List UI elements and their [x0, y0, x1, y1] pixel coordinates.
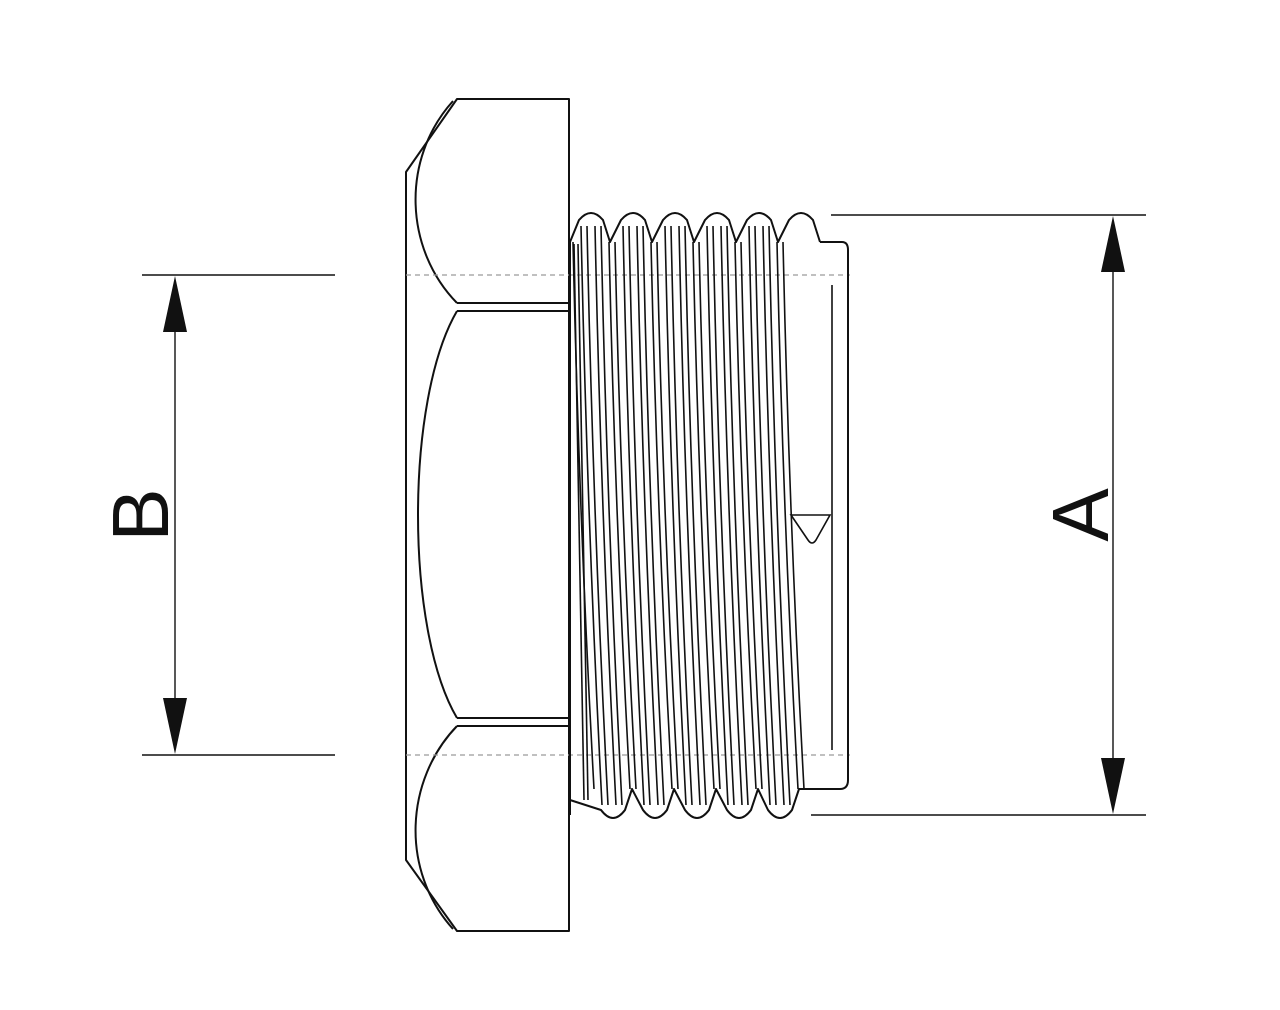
dimension-a-arrow-down-icon: [1101, 758, 1125, 814]
thread-helix-line: [684, 225, 707, 806]
thread: [569, 212, 849, 819]
thread-helix-line: [768, 225, 791, 806]
thread-helix-line: [586, 225, 609, 806]
thread-profile-top: [569, 212, 821, 243]
dimension-b-extension-lines: [142, 274, 335, 756]
hex-face-arc-top: [414, 100, 458, 304]
thread-helix-line: [642, 225, 665, 806]
thread-helix-line: [670, 225, 693, 806]
hex-face-arc-middle: [417, 310, 458, 719]
thread-profile-bottom: [569, 788, 800, 819]
thread-helix-line: [698, 241, 721, 790]
thread-helix-lines: [572, 225, 805, 806]
hex-face-arc-bottom: [414, 725, 458, 930]
dimension-b-arrow-up-icon: [163, 276, 187, 332]
thread-helix-line: [636, 225, 659, 806]
hex-head: [405, 98, 570, 932]
thread-helix-line: [762, 225, 785, 806]
thread-helix-line: [594, 225, 617, 806]
thread-helix-line: [580, 225, 603, 806]
thread-helix-line: [664, 225, 687, 806]
thread-helix-line: [712, 225, 735, 806]
dimension-a-label: A: [1036, 488, 1125, 542]
thread-helix-line: [614, 241, 637, 790]
thread-helix-line: [706, 225, 729, 806]
thread-helix-line: [720, 225, 743, 806]
thread-helix-line: [678, 225, 701, 806]
thread-helix-line: [754, 225, 777, 806]
thread-helix-line: [577, 243, 589, 801]
thread-helix-line: [600, 225, 623, 806]
thread-helix-line: [650, 241, 673, 790]
thread-helix-line: [782, 241, 805, 790]
dimension-a: A: [811, 214, 1146, 816]
thread-helix-line: [622, 225, 645, 806]
hex-outline: [405, 98, 570, 932]
thread-helix-line: [748, 225, 771, 806]
thread-runout-mark: [789, 514, 832, 544]
thread-helix-line: [692, 241, 715, 790]
thread-helix-line: [740, 241, 763, 790]
thread-helix-line: [776, 241, 799, 790]
thread-helix-line: [734, 241, 757, 790]
thread-helix-line: [628, 225, 651, 806]
dimension-a-extension-lines: [811, 214, 1146, 816]
thread-helix-line: [726, 225, 749, 806]
thread-helix-line: [573, 243, 585, 801]
dimension-a-arrow-up-icon: [1101, 216, 1125, 272]
thread-helix-line: [656, 241, 679, 790]
dimension-b-label: B: [96, 488, 185, 541]
hex-edge-lines: [457, 302, 569, 727]
dimension-b: B: [96, 274, 335, 756]
thread-helix-line: [608, 241, 631, 790]
dimension-b-arrow-down-icon: [163, 698, 187, 754]
plug-end-outline: [800, 241, 849, 790]
